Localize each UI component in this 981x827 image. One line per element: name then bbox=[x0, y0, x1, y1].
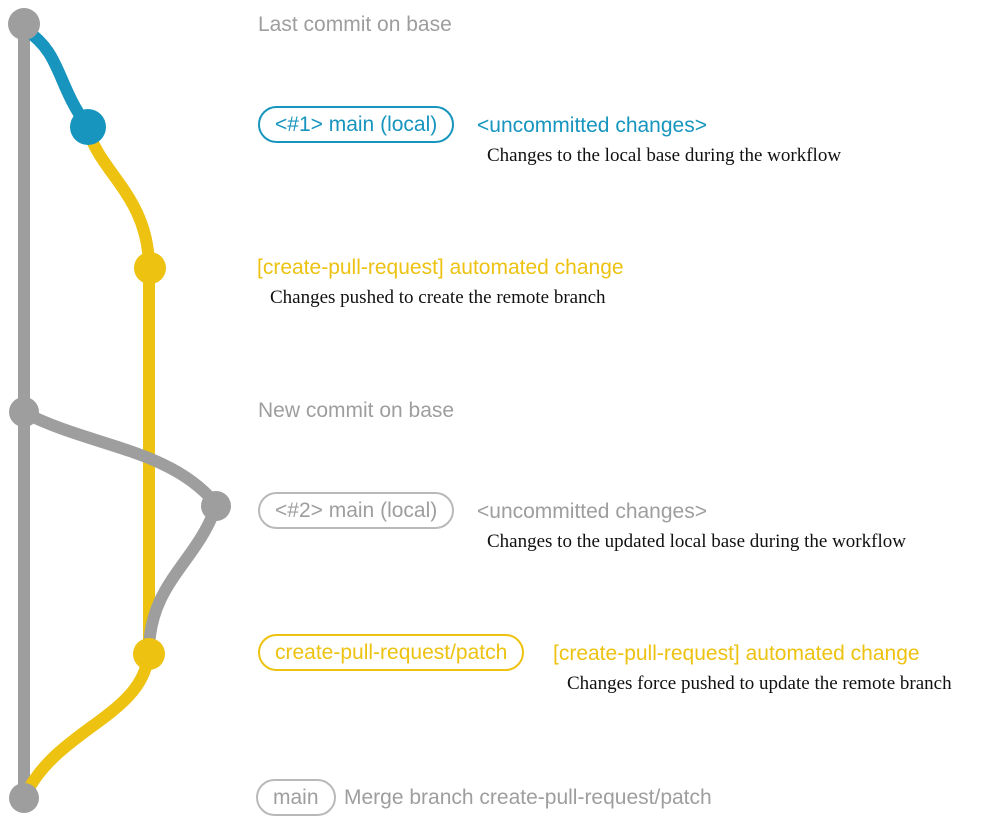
description-local-base-changes: Changes to the local base during the wor… bbox=[487, 145, 842, 166]
annotation-merge-branch: Merge branch create-pull-request/patch bbox=[344, 786, 712, 809]
label-new-commit-on-base: New commit on base bbox=[258, 399, 455, 422]
yellow-branch-curve-top bbox=[82, 123, 155, 272]
annotation-uncommitted-changes-1: <uncommitted changes> bbox=[477, 114, 707, 137]
description-push-create-branch: Changes pushed to create the remote bran… bbox=[270, 287, 606, 308]
branch-badge-main: main bbox=[256, 779, 336, 816]
branch-badge-create-pull-request-patch: create-pull-request/patch bbox=[258, 634, 525, 671]
annotation-automated-change-1: [create-pull-request] automated change bbox=[257, 256, 624, 279]
branch-badge-main-local-2: <#2> main (local) bbox=[258, 492, 455, 529]
commit-dot-automated-2 bbox=[133, 638, 165, 670]
annotation-automated-change-2: [create-pull-request] automated change bbox=[553, 642, 920, 665]
label-last-commit-on-base: Last commit on base bbox=[258, 13, 452, 36]
branch-badge-main-local-1: <#1> main (local) bbox=[258, 106, 455, 143]
gray-rebase-curve bbox=[19, 407, 221, 509]
commit-dot-uncommitted-2 bbox=[201, 491, 231, 521]
annotation-uncommitted-changes-2: <uncommitted changes> bbox=[477, 500, 707, 523]
commit-dot-new-base bbox=[9, 397, 39, 427]
description-updated-local-base-changes: Changes to the updated local base during… bbox=[487, 531, 906, 552]
description-force-push-update-branch: Changes force pushed to update the remot… bbox=[567, 673, 952, 694]
gray-update-curve bbox=[143, 503, 221, 656]
commit-dot-merge bbox=[9, 783, 39, 813]
commit-dot-automated-1 bbox=[134, 252, 166, 284]
yellow-merge-curve bbox=[19, 651, 154, 802]
commit-dot-last-base bbox=[8, 8, 40, 40]
commit-dot-uncommitted-1 bbox=[70, 109, 106, 145]
